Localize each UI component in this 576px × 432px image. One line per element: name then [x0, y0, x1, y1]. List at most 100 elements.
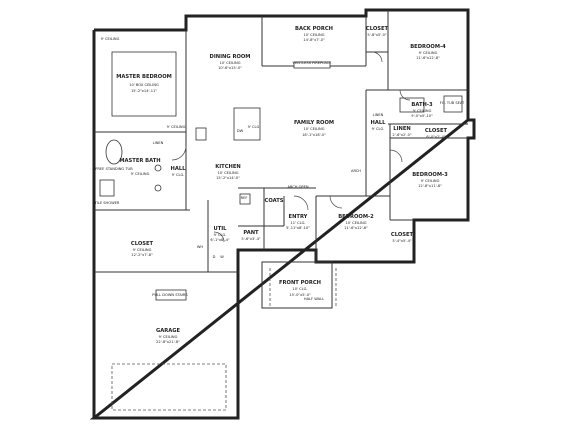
- dining-name: DINING ROOM: [210, 54, 251, 60]
- hall-right-ceiling: 9' CLG.: [372, 127, 385, 131]
- door-bedroom3: [389, 149, 403, 163]
- master-bedroom-dims: 15'-2"x14'-11": [131, 89, 157, 93]
- tile-shower: [99, 179, 115, 197]
- front-porch-name: FRONT PORCH: [279, 280, 321, 286]
- kitchen-island: [233, 107, 261, 141]
- bedroom2-ceiling: 10' CEILING: [345, 221, 366, 225]
- front-porch-dims: 15'-0"x5'-0": [289, 293, 311, 297]
- bedroom3-ceiling: 9' CEILING: [421, 179, 440, 183]
- closet-master-name: CLOSET: [131, 241, 154, 247]
- front-porch-outline: [261, 261, 333, 309]
- closet-master-dims: 12'-2"x7'-8": [131, 253, 153, 257]
- kitchen-ceiling: 10' CEILING: [217, 171, 238, 175]
- note-free-standing-tub: FREE STANDING TUB: [95, 167, 133, 171]
- master-box-ceiling: [111, 51, 177, 117]
- hall-right-name: HALL: [371, 120, 387, 126]
- entry-ceiling: 11' CLG.: [290, 221, 305, 225]
- bedroom3-name: BEDROOM-3: [412, 172, 448, 178]
- utility-dims: 6'-1"x8'-4": [210, 238, 229, 242]
- coats-name: COATS: [265, 198, 284, 204]
- note-half-wall: HALF WALL: [304, 297, 324, 301]
- bedroom2-name: BEDROOM-2: [338, 214, 374, 220]
- utility-name: UTIL: [214, 226, 228, 232]
- door-bath3: [399, 89, 411, 101]
- free-standing-tub: [105, 139, 123, 165]
- garage-ceiling: 9' CEILING: [159, 335, 178, 339]
- linen-name: LINEN: [393, 126, 410, 132]
- exterior-walls: [89, 8, 476, 420]
- garage-door-line: [111, 363, 227, 411]
- note-dryer: D: [213, 255, 216, 259]
- closet-hall-name: CLOSET: [425, 128, 448, 134]
- back-porch-dims: 14'-8"x7'-0": [303, 38, 325, 42]
- interior-walls: [94, 10, 468, 273]
- entry-dims: 5'-11"x8'-10": [286, 226, 310, 230]
- kitchen-name: KITCHEN: [215, 164, 241, 170]
- note-tile-shower: TILE SHOWER: [94, 201, 120, 205]
- closet-master-ceiling: 9' CEILING: [133, 248, 152, 252]
- note-linen-right: LINEN: [373, 113, 384, 117]
- note-washer: W: [220, 255, 224, 259]
- cooktop: [195, 127, 207, 141]
- sink-right: [154, 184, 162, 192]
- sink-left: [154, 164, 162, 172]
- fireplace-hearth: [293, 61, 331, 69]
- bedroom4-name: BEDROOM-4: [410, 44, 446, 50]
- bath3-ceiling: 9' CEILING: [413, 109, 432, 113]
- bath3-vanity: [443, 95, 463, 113]
- bath3-tub: [399, 97, 425, 113]
- linen-dims: 2'-6"x2'-0": [392, 133, 411, 137]
- garage-dims: 22'-8"x21'-8": [156, 340, 180, 344]
- door-master: [171, 145, 187, 161]
- closet-b4-name: CLOSET: [366, 26, 389, 32]
- note-wh: WH: [197, 245, 204, 249]
- note-ref: REF: [241, 196, 248, 200]
- note-fireplace: VENTLESS FIREPLACE: [293, 61, 333, 65]
- family-name: FAMILY ROOM: [294, 120, 334, 126]
- note-fg-seat: FG. TUB SEAT: [440, 101, 465, 105]
- note-arch-family: ARCH OPEN: [287, 185, 308, 189]
- back-porch-name: BACK PORCH: [295, 26, 333, 32]
- pull-down-stairs: [155, 289, 187, 301]
- utility-ceiling: 9' CLG.: [214, 233, 227, 237]
- master-bedroom-ceiling: 10' BOX CEILING: [129, 83, 159, 87]
- bedroom4-ceiling: 9' CEILING: [419, 51, 438, 55]
- note-linen-left: LINEN: [153, 141, 164, 145]
- wall-main-left: [94, 8, 470, 120]
- note-island-clg: 9' CLG.: [248, 125, 261, 129]
- pantry-name: PANT: [243, 230, 259, 236]
- note-top-left-ceiling: 9' CEILING: [101, 37, 120, 41]
- note-master-hall-ceiling: 9' CEILING: [167, 125, 186, 129]
- bath3-dims: 9'-0"x5'-10": [411, 114, 433, 118]
- fixtures: [99, 51, 463, 411]
- door-closet-b4: [371, 51, 383, 63]
- closet-b4-dims: 5'-8"x5'-0": [367, 33, 386, 37]
- front-porch-ceiling: 10' CLG.: [292, 287, 307, 291]
- note-pull-down-stairs: PULL DOWN STAIRS: [152, 293, 188, 297]
- door-bedroom2: [329, 195, 343, 209]
- family-ceiling: 10' CEILING: [303, 127, 324, 131]
- master-bedroom-name: MASTER BEDROOM: [116, 74, 172, 80]
- door-utility: [213, 231, 225, 243]
- kitchen-dims: 15'-2"x14'-0": [216, 176, 240, 180]
- dining-dims: 10'-6"x15'-0": [218, 66, 242, 70]
- pantry-dims: 5'-6"x3'-4": [241, 237, 260, 241]
- hall-left-name: HALL: [171, 166, 187, 172]
- family-dims: 18'-1"x18'-0": [302, 133, 326, 137]
- dining-ceiling: 10' CEILING: [219, 61, 240, 65]
- bedroom3-dims: 12'-8"x11'-8": [418, 184, 442, 188]
- refrigerator: [239, 193, 251, 205]
- door-entry: [293, 195, 309, 211]
- closet-b2-name: CLOSET: [391, 232, 414, 238]
- labels: 9' CEILING BACK PORCH 10' CEILING 14'-8"…: [94, 26, 465, 344]
- back-porch-ceiling: 10' CEILING: [303, 33, 324, 37]
- note-dw: DW: [237, 129, 244, 133]
- entry-name: ENTRY: [289, 214, 308, 220]
- wall-right-lower: [89, 118, 476, 420]
- bath3-name: BATH-3: [411, 102, 433, 108]
- bedroom4-dims: 11'-6"x12'-8": [416, 56, 440, 60]
- garage-name: GARAGE: [156, 328, 181, 334]
- master-bath-name: MASTER BATH: [119, 158, 160, 164]
- hall-left-ceiling: 9' CLG.: [172, 173, 185, 177]
